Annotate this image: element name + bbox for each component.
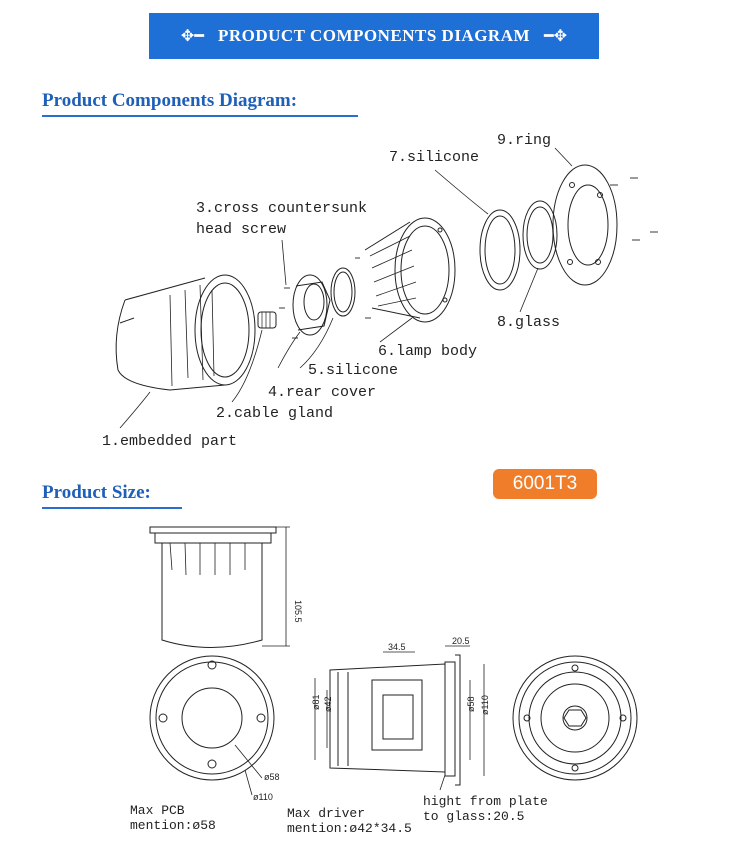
label-cross-screw-line1: 3.cross countersunk [196,200,368,217]
model-badge: 6001T3 [493,469,597,499]
label-rear-cover: 4.rear cover [268,384,377,401]
components-section-title: Product Components Diagram: [42,90,358,117]
dim-d58-section: ø58 [466,696,476,712]
screws-drawing [279,177,658,339]
ring-drawing [552,164,618,286]
cable-gland-drawing [257,311,277,329]
label-silicone-5: 5.silicone [308,362,399,379]
dim-w205: 20.5 [452,636,470,646]
left-ornament-icon: ✥━ [180,28,204,45]
side-view-drawing [149,526,290,648]
label-ring: 9.ring [497,132,552,149]
note-hight-plate: hight from plate to glass:20.5 [423,794,548,824]
front-silicone-ring-drawing [479,209,521,291]
label-cable-gland: 2.cable gland [216,405,334,422]
note-max-driver: Max driver mention:ø42*34.5 [287,806,412,836]
label-embedded-part: 1.embedded part [102,433,238,450]
label-lamp-body: 6.lamp body [378,343,478,360]
dim-height: 105.5 [293,600,303,623]
dim-front-d110: ø110 [253,792,273,802]
rear-silicone-ring-drawing [330,267,356,317]
section-view-drawing [314,645,485,791]
lamp-body-drawing [364,217,456,323]
dim-d42: ø42 [323,696,333,712]
label-cross-screw-line2: head screw [196,221,287,238]
size-section-title: Product Size: [42,482,182,509]
dim-front-d58: ø58 [264,772,280,782]
rear-cover-drawing [292,274,331,336]
glass-drawing [522,200,558,270]
note-max-pcb: Max PCB mention:ø58 [130,803,216,833]
dim-d81: ø81 [311,694,321,710]
banner-title: PRODUCT COMPONENTS DIAGRAM [217,26,531,45]
front-view-drawing [149,655,275,796]
right-ornament-icon: ━✥ [544,28,568,45]
leader-lines [119,147,573,429]
dim-d110-section: ø110 [480,695,490,715]
label-glass: 8.glass [497,314,561,331]
rear-view-drawing [512,655,638,781]
label-silicone-7: 7.silicone [389,149,480,166]
dim-w345: 34.5 [388,642,406,652]
header-banner: ✥━ PRODUCT COMPONENTS DIAGRAM ━✥ [149,13,599,59]
embedded-part-drawing [115,274,256,391]
